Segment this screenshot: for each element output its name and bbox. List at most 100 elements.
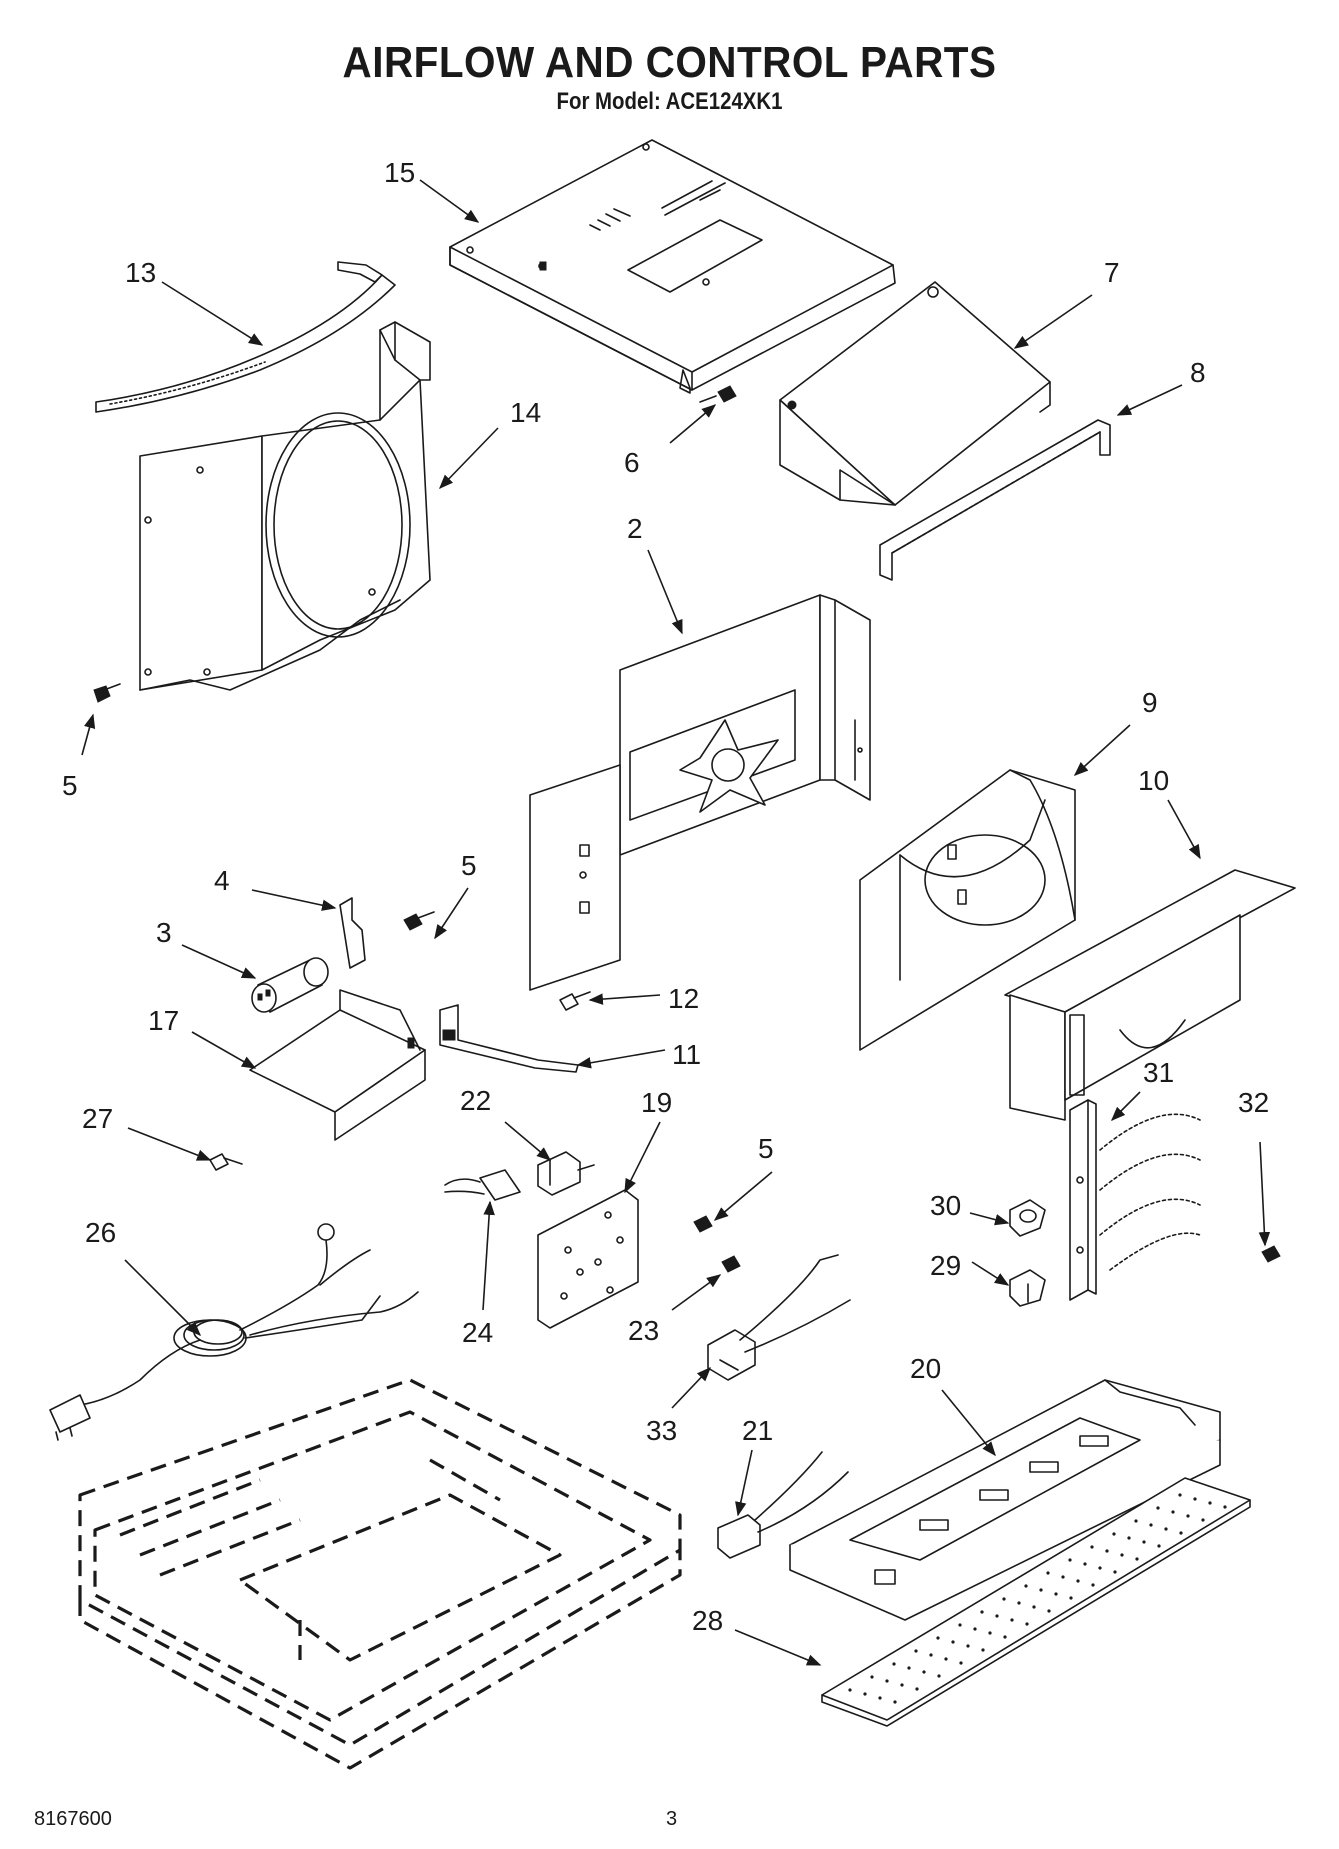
filter-perforation: [1105, 1549, 1109, 1553]
callout-27: 27: [82, 1103, 113, 1134]
page-number: 3: [666, 1808, 678, 1830]
callout-32: 32: [1238, 1087, 1269, 1118]
callout-7: 7: [1104, 257, 1120, 288]
callout-10: 10: [1138, 765, 1169, 796]
part-10-air-guide: [1004, 869, 1296, 1121]
part-4-strap: [339, 897, 366, 969]
part-11-ground-strap: [439, 1004, 579, 1073]
filter-perforation: [1091, 1583, 1095, 1587]
filter-perforation: [907, 1666, 911, 1670]
callout-5-left: 5: [62, 770, 78, 801]
filter-perforation: [900, 1683, 904, 1687]
filter-perforation: [1039, 1588, 1043, 1592]
callout-31: 31: [1143, 1057, 1174, 1088]
part-2-partition-panel: [529, 594, 871, 991]
filter-perforation: [973, 1627, 977, 1631]
callout-23: 23: [628, 1315, 659, 1346]
part-14-shroud-panel: [139, 321, 431, 691]
filter-perforation: [944, 1657, 948, 1661]
filter-perforation: [915, 1687, 919, 1691]
filter-perforation: [1054, 1592, 1058, 1596]
filter-perforation: [1024, 1584, 1028, 1588]
filter-perforation: [1178, 1493, 1182, 1497]
filter-perforation: [1046, 1571, 1050, 1575]
filter-perforation: [1186, 1514, 1190, 1518]
filter-perforation: [1164, 1527, 1168, 1531]
filter-perforation: [892, 1662, 896, 1666]
filter-perforation: [988, 1631, 992, 1635]
filter-perforation: [878, 1696, 882, 1700]
filter-perforation: [1025, 1622, 1029, 1626]
filter-perforation: [922, 1670, 926, 1674]
filter-perforation: [1208, 1501, 1212, 1505]
screw-part-5-control: [693, 1215, 713, 1233]
part-22-switch: [537, 1151, 595, 1196]
filter-perforation: [1127, 1536, 1131, 1540]
filter-perforation: [1090, 1545, 1094, 1549]
filter-perforation: [966, 1644, 970, 1648]
screw-part-27: [209, 1153, 243, 1171]
part-20-drain-pan: [789, 1379, 1221, 1621]
filter-perforation: [951, 1640, 955, 1644]
filter-perforation: [885, 1679, 889, 1683]
filter-perforation: [1179, 1531, 1183, 1535]
screw-part-6: [699, 385, 737, 403]
screw-part-23: [721, 1255, 741, 1273]
filter-perforation: [1003, 1635, 1007, 1639]
part-31-heater-assembly: [1069, 1099, 1201, 1301]
part-33-harness: [707, 1254, 851, 1381]
filter-perforation: [1142, 1540, 1146, 1544]
filter-perforation: [959, 1661, 963, 1665]
part-17-control-bracket: [249, 989, 426, 1141]
filter-perforation: [1032, 1605, 1036, 1609]
filter-perforation: [1047, 1609, 1051, 1613]
filter-perforation: [958, 1623, 962, 1627]
part-9-blower-housing: [859, 769, 1076, 1051]
filter-perforation: [1223, 1505, 1227, 1509]
callout-12: 12: [668, 983, 699, 1014]
callout-8: 8: [1190, 357, 1206, 388]
document-number: 8167600: [34, 1808, 112, 1830]
filter-perforation: [929, 1653, 933, 1657]
callout-14: 14: [510, 397, 541, 428]
screw-part-32: [1261, 1245, 1281, 1263]
part-19-control-plate: [537, 1189, 639, 1329]
callout-24: 24: [462, 1317, 493, 1348]
filter-perforation: [1083, 1562, 1087, 1566]
filter-perforation: [981, 1648, 985, 1652]
base-pan-dashed: [78, 1378, 682, 1770]
filter-perforation: [1010, 1618, 1014, 1622]
filter-perforation: [980, 1610, 984, 1614]
filter-perforation: [995, 1614, 999, 1618]
callout-9: 9: [1142, 687, 1158, 718]
screw-part-5-capacitor: [403, 911, 435, 931]
callout-2: 2: [627, 513, 643, 544]
filter-perforation: [1149, 1523, 1153, 1527]
part-7-control-cover: [779, 281, 1051, 506]
callout-29: 29: [930, 1250, 961, 1281]
callout-20: 20: [910, 1353, 941, 1384]
callout-3: 3: [156, 917, 172, 948]
filter-perforation: [1017, 1601, 1021, 1605]
filter-perforation: [1069, 1596, 1073, 1600]
filter-perforation: [1061, 1575, 1065, 1579]
screw-part-12: [559, 991, 591, 1011]
filter-perforation: [1120, 1553, 1124, 1557]
filter-perforation: [1157, 1544, 1161, 1548]
callout-22: 22: [460, 1085, 491, 1116]
filter-perforation: [937, 1674, 941, 1678]
filter-perforation: [1156, 1506, 1160, 1510]
callout-11: 11: [672, 1039, 701, 1070]
callout-26: 26: [85, 1217, 116, 1248]
filter-perforation: [1068, 1558, 1072, 1562]
filter-perforation: [1193, 1497, 1197, 1501]
part-29-fuse-link: [1009, 1269, 1046, 1307]
callout-6: 6: [624, 447, 640, 478]
callout-leaders: [81, 179, 1271, 1666]
filter-perforation: [1112, 1532, 1116, 1536]
part-30-limit-switch: [1009, 1199, 1046, 1237]
filter-perforation: [1113, 1570, 1117, 1574]
filter-perforation: [1002, 1597, 1006, 1601]
page-title: AIRFLOW AND CONTROL PARTS: [342, 38, 997, 87]
screw-part-5-left: [93, 683, 121, 703]
